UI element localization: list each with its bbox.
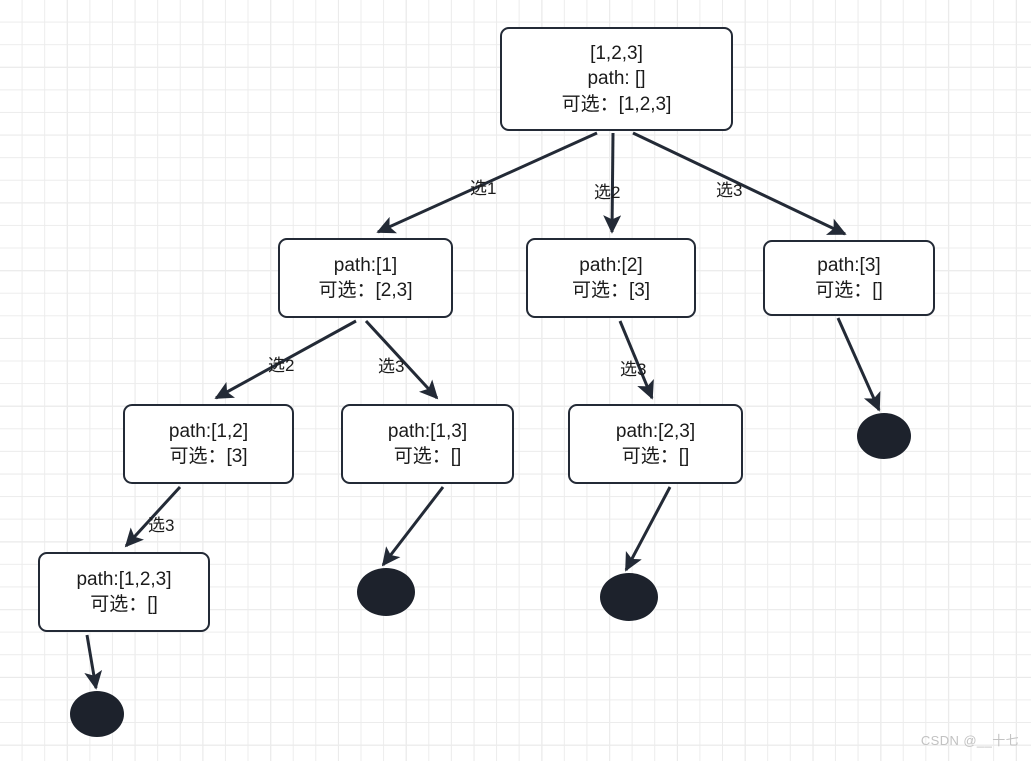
node-n23-line-0: path:[2,3]: [615, 420, 696, 442]
node-n3-line-0: path:[3]: [817, 254, 881, 276]
node-n12-line-1: 可选：[3]: [169, 446, 248, 467]
terminal-node-t123: [70, 691, 124, 737]
node-n13-line-0: path:[1,3]: [387, 420, 468, 442]
node-n1-line-0: path:[1]: [333, 254, 398, 276]
node-n2-line-0: path:[2]: [579, 254, 643, 276]
node-n13-line-1: 可选：[]: [393, 446, 462, 467]
edge-n123-to-t123: [84, 634, 103, 690]
node-root: [1,2,3] path: [] 可选：[1,2,3]: [500, 27, 733, 131]
edge-label-root-to-n2: 选2: [594, 183, 621, 202]
edge-n23-to-t23: [624, 486, 672, 572]
node-n12: path:[1,2] 可选：[3]: [123, 404, 294, 484]
node-n123: path:[1,2,3] 可选：[]: [38, 552, 210, 632]
terminal-node-t3: [857, 413, 911, 459]
edge-label-n12-to-n123: 选3: [148, 516, 175, 535]
node-root-line-2: 可选：[1,2,3]: [561, 93, 672, 115]
node-n1: path:[1] 可选：[2,3]: [278, 238, 453, 318]
edge-n3-to-t3: [836, 317, 881, 412]
edge-label-root-to-n3: 选3: [716, 181, 743, 200]
node-n12-line-0: path:[1,2]: [168, 420, 249, 442]
node-n123-line-1: 可选：[]: [90, 594, 158, 615]
node-n3: path:[3] 可选：[]: [763, 240, 935, 316]
node-n3-line-1: 可选：[]: [815, 280, 883, 301]
node-n1-line-1: 可选：[2,3]: [318, 280, 413, 301]
node-n23-line-1: 可选：[]: [621, 446, 690, 467]
edge-label-root-to-n1: 选1: [470, 179, 497, 198]
node-n2: path:[2] 可选：[3]: [526, 238, 696, 318]
node-n13: path:[1,3] 可选：[]: [341, 404, 514, 484]
node-root-line-0: [1,2,3]: [590, 43, 643, 65]
node-root-line-1: path: []: [587, 68, 646, 90]
edge-label-n1-to-n13: 选3: [378, 357, 405, 376]
node-n2-line-1: 可选：[3]: [571, 280, 651, 301]
node-n123-line-0: path:[1,2,3]: [76, 568, 172, 590]
edge-label-n1-to-n12: 选2: [268, 356, 295, 375]
watermark: CSDN @__十七: [920, 733, 1019, 748]
node-n23: path:[2,3] 可选：[]: [568, 404, 743, 484]
terminal-node-t23: [600, 573, 658, 621]
terminal-node-t13: [357, 568, 415, 616]
edge-label-n2-to-n23: 选3: [620, 360, 647, 379]
edge-n13-to-t13: [381, 486, 445, 567]
